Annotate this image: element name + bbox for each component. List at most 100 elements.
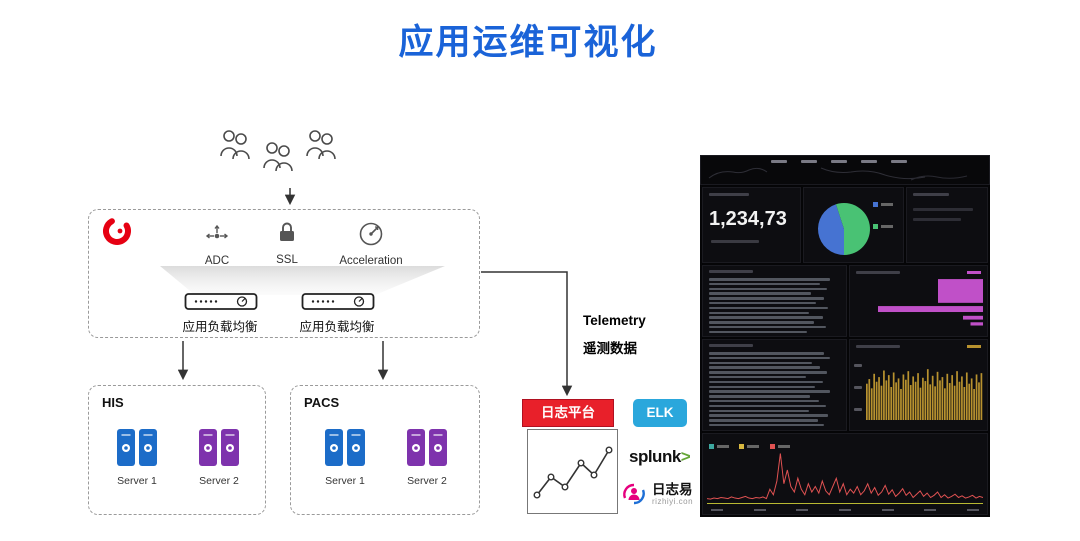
log-chart-card [527, 429, 618, 514]
load-balancer-label: 应用负载均衡 [299, 320, 375, 334]
gauge-icon [359, 222, 383, 246]
server-icon [325, 429, 365, 466]
feature-adc: ADC [185, 222, 249, 267]
log-row [709, 321, 814, 324]
stats-panel [906, 187, 988, 263]
page-title: 应用运维可视化 [398, 23, 658, 62]
map-menu-placeholder [771, 160, 907, 163]
log-row [709, 380, 823, 384]
log-row [709, 325, 826, 329]
kpi-big-number: 1,234,73 [709, 208, 787, 230]
server-caption: Server 1 [325, 475, 365, 487]
panel-title-placeholder [856, 271, 900, 274]
log-row [709, 301, 817, 305]
feature-acceleration: Acceleration [328, 218, 414, 267]
server-icon [407, 429, 447, 466]
server-caption: Server 1 [117, 475, 157, 487]
histogram-panel [849, 339, 988, 431]
load-balance-icon [205, 224, 229, 239]
log-row [709, 352, 825, 355]
log-row [709, 330, 808, 334]
kpi-caption-placeholder [711, 240, 759, 243]
log-row [709, 361, 813, 365]
log-row [709, 399, 820, 403]
panel-title-placeholder [856, 345, 900, 348]
server-group: Server 1 [314, 427, 376, 487]
adc-appliance-box [88, 209, 480, 338]
log-row [709, 375, 806, 379]
magenta-bar-chart [878, 279, 983, 326]
log-row [709, 414, 829, 417]
world-map [708, 167, 968, 181]
world-map-panel [700, 155, 990, 185]
telemetry-en: Telemetry [583, 313, 646, 328]
array-networks-logo-icon [103, 217, 131, 245]
server-group: Server 2 [396, 427, 458, 487]
timeseries-legend [709, 438, 796, 456]
rizhiyi-logo: 日志易 rizhiyi.con [621, 481, 693, 507]
server-icon [199, 429, 239, 466]
text-placeholder [913, 208, 973, 211]
cluster-title: PACS [304, 395, 340, 410]
x-axis-ticks [711, 509, 979, 511]
log-row [709, 423, 825, 427]
elk-logo: ELK [633, 399, 687, 427]
telemetry-label: Telemetry 遥测数据 [583, 313, 646, 366]
log-row [709, 404, 826, 408]
log-row [709, 385, 816, 389]
server-caption: Server 2 [199, 475, 239, 487]
load-balancer-appliance-icon [184, 293, 258, 310]
text-placeholder [913, 218, 961, 221]
users-icon [220, 130, 336, 172]
rizhiyi-domain: rizhiyi.con [652, 496, 694, 506]
axis-tick [854, 386, 862, 389]
rizhiyi-icon [623, 483, 645, 505]
panel-title-placeholder [709, 193, 749, 196]
server-group: Server 2 [188, 427, 250, 487]
server-group: Server 1 [106, 427, 168, 487]
log-row [709, 306, 829, 310]
log-row [709, 395, 810, 398]
load-balancer-appliance-icon [301, 293, 375, 310]
log-row [709, 335, 822, 336]
pacs-box: PACS [290, 385, 480, 515]
rizhiyi-text: 日志易 rizhiyi.con [652, 481, 694, 506]
gold-histogram [866, 369, 983, 420]
log-row [709, 311, 809, 315]
panel-title-placeholder [709, 270, 753, 273]
feature-label: Acceleration [339, 255, 403, 267]
timeseries-panel [702, 433, 988, 515]
log-row [709, 278, 830, 281]
splunk-text: splunk [629, 447, 681, 466]
log-rows [709, 278, 840, 336]
cluster-title: HIS [102, 395, 124, 410]
feature-label: ADC [204, 255, 230, 267]
server-icon [117, 429, 157, 466]
log-row [709, 366, 821, 369]
pie-chart [818, 203, 870, 255]
log-row [709, 282, 821, 286]
pie-legend [873, 196, 899, 236]
splunk-logo: splunk> [629, 447, 691, 467]
log-row [709, 287, 827, 291]
log-list-panel [702, 339, 847, 431]
server-caption: Server 2 [407, 475, 447, 487]
load-balancer-label: 应用负载均衡 [182, 320, 258, 334]
log-row [709, 371, 827, 374]
log-rows [709, 352, 840, 429]
histogram-legend [967, 345, 981, 348]
bar-legend [967, 271, 981, 274]
log-row [709, 292, 812, 295]
log-row [709, 297, 825, 300]
bar-chart-panel [849, 265, 988, 337]
log-row [709, 356, 830, 360]
log-list-panel [702, 265, 847, 337]
x-axis-line [707, 502, 983, 504]
rizhiyi-name: 日志易 [652, 481, 693, 497]
line-chart-icon [533, 446, 613, 499]
panel-title-placeholder [913, 193, 949, 196]
telemetry-zh: 遥测数据 [583, 341, 637, 356]
log-row [709, 316, 823, 319]
feature-label: SSL [276, 254, 298, 266]
